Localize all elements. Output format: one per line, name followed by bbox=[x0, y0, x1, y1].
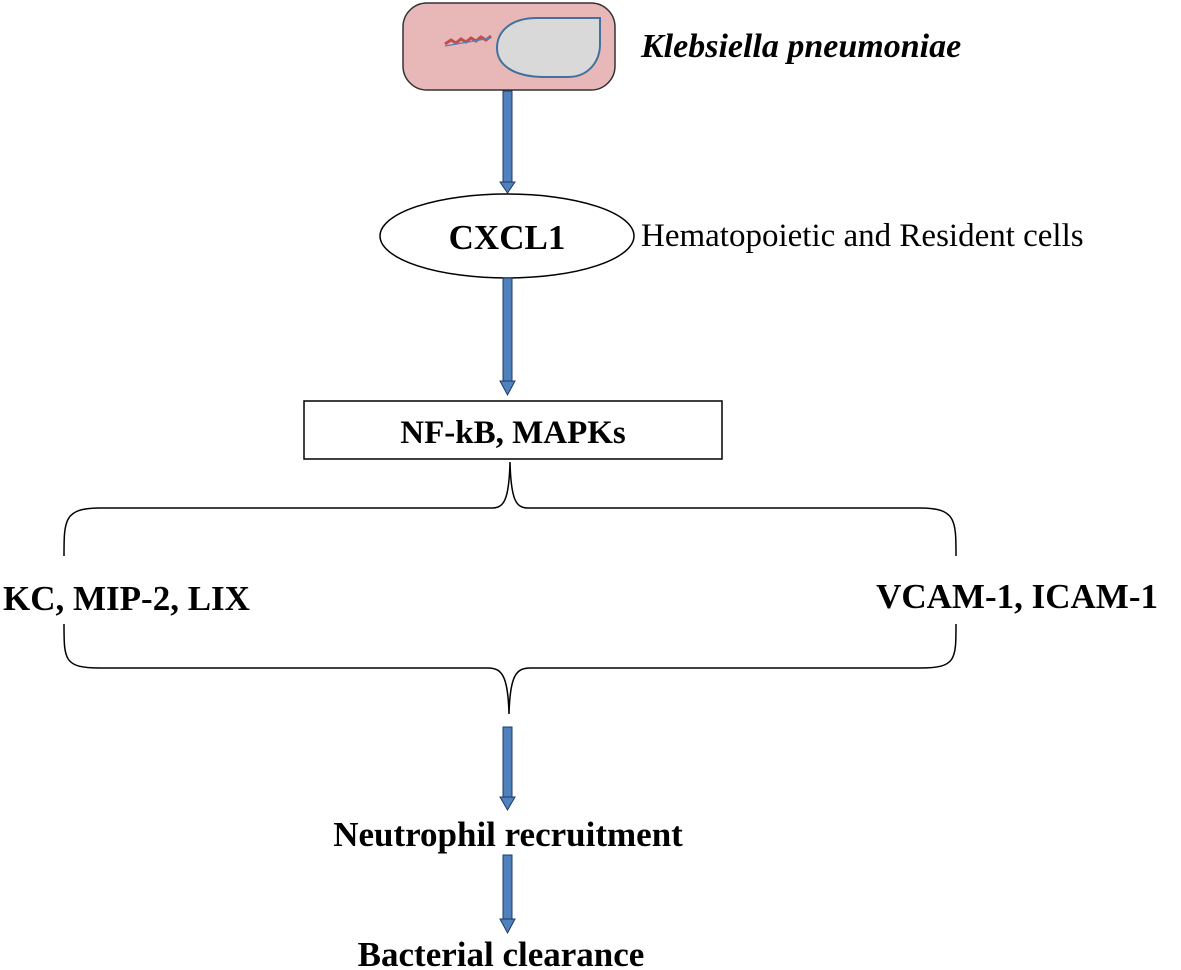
bacterium-icon bbox=[402, 2, 616, 91]
bacterium-dna-strand bbox=[444, 34, 492, 46]
upper-bracket bbox=[63, 461, 957, 557]
pathogen-name: Klebsiella pneumoniae bbox=[640, 28, 961, 65]
arrow-bacterium-to-cxcl1 bbox=[499, 90, 516, 194]
lower-bracket bbox=[63, 623, 957, 715]
signaling-label: NF-kB, MAPKs bbox=[400, 415, 626, 451]
bacterium-nucleoid bbox=[495, 17, 601, 78]
arrow-cxcl1-to-signaling bbox=[499, 277, 516, 397]
adhesion-molecules-label: VCAM-1, ICAM-1 bbox=[876, 577, 1158, 616]
arrow-to-bacterial-clearance bbox=[499, 854, 516, 935]
neutrophil-recruitment-label: Neutrophil recruitment bbox=[333, 815, 683, 854]
cxcl1-source-label: Hematopoietic and Resident cells bbox=[641, 218, 1084, 254]
signaling-box bbox=[303, 400, 723, 460]
chemokines-label: KC, MIP-2, LIX bbox=[3, 579, 250, 618]
arrow-to-neutrophil-recruitment bbox=[499, 726, 516, 812]
bacterial-clearance-label: Bacterial clearance bbox=[358, 935, 645, 970]
cxcl1-label: CXCL1 bbox=[449, 218, 566, 257]
